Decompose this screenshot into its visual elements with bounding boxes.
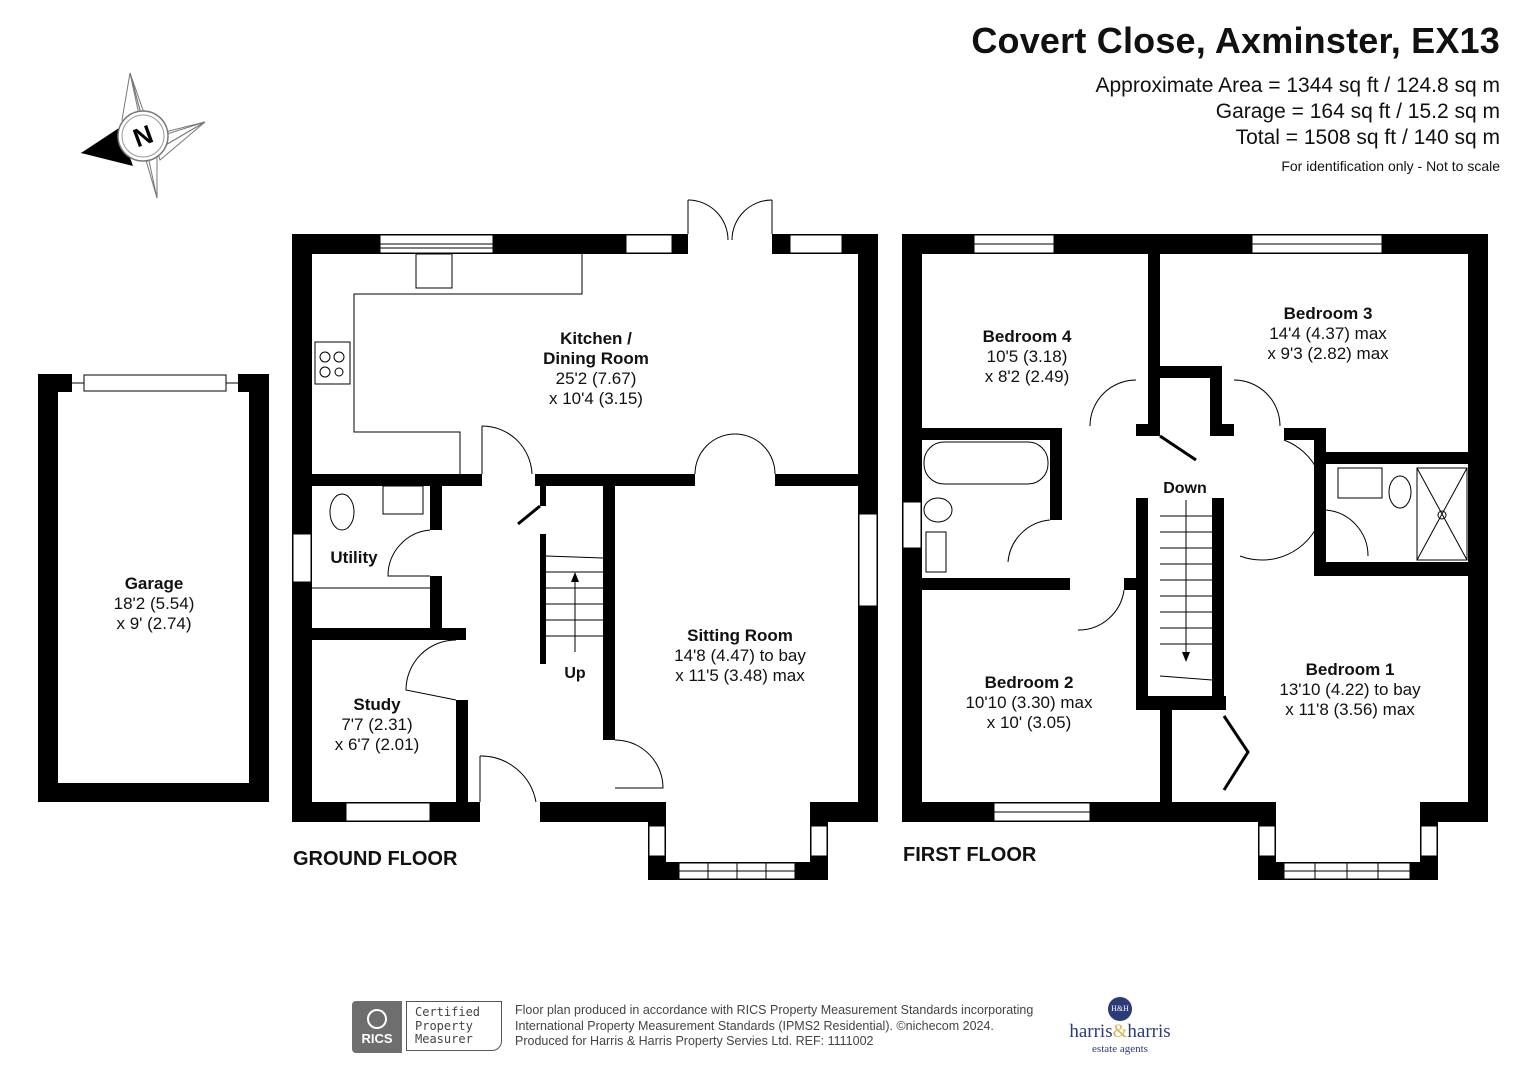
agent-logo: H&H harris&harris estate agents [1060,997,1180,1057]
room-bedroom-1: Bedroom 1 13'10 (4.22) to bay x 11'8 (3.… [1279,660,1421,719]
room-kitchen-dining: Kitchen / Dining Room 25'2 (7.67) x 10'4… [543,329,649,408]
measurement-disclaimer: Floor plan produced in accordance with R… [515,1003,1034,1048]
room-utility: Utility [330,548,378,567]
garage-area: Garage = 164 sq ft / 15.2 sq m [1215,100,1500,123]
rics-seal-icon: RICS [352,1001,402,1053]
room-bedroom-3: Bedroom 3 14'4 (4.37) max x 9'3 (2.82) m… [1267,304,1389,363]
room-bedroom-2: Bedroom 2 10'10 (3.30) max x 10' (3.05) [965,673,1093,732]
rics-certification-badge: RICS Certified Property Measurer [352,1001,504,1053]
scale-note: For identification only - Not to scale [1281,158,1500,174]
room-garage: Garage 18'2 (5.54) x 9' (2.74) [113,574,195,633]
ground-floor-label: GROUND FLOOR [293,848,458,870]
room-study: Study 7'7 (2.31) x 6'7 (2.01) [334,695,420,754]
certified-measurer-text: Certified Property Measurer [406,1001,502,1051]
approximate-area: Approximate Area = 1344 sq ft / 124.8 sq… [1095,74,1501,97]
property-title: Covert Close, Axminster, EX13 [971,20,1500,61]
floor-plan-drawing [38,199,1488,880]
first-floor-label: FIRST FLOOR [903,844,1037,866]
total-area: Total = 1508 sq ft / 140 sq m [1235,126,1500,149]
agent-brand-name: harris&harris [1069,1021,1171,1042]
stairs-down-label: Down [1163,480,1207,497]
room-sitting-room: Sitting Room 14'8 (4.47) to bay x 11'5 (… [674,626,806,685]
agent-badge-icon: H&H [1108,997,1132,1021]
north-compass-icon: N [80,72,206,199]
garage-walls [38,374,269,802]
stairs-up-label: Up [564,665,586,682]
room-bedroom-4: Bedroom 4 10'5 (3.18) x 8'2 (2.49) [982,327,1072,386]
agent-tagline: estate agents [1092,1043,1148,1055]
